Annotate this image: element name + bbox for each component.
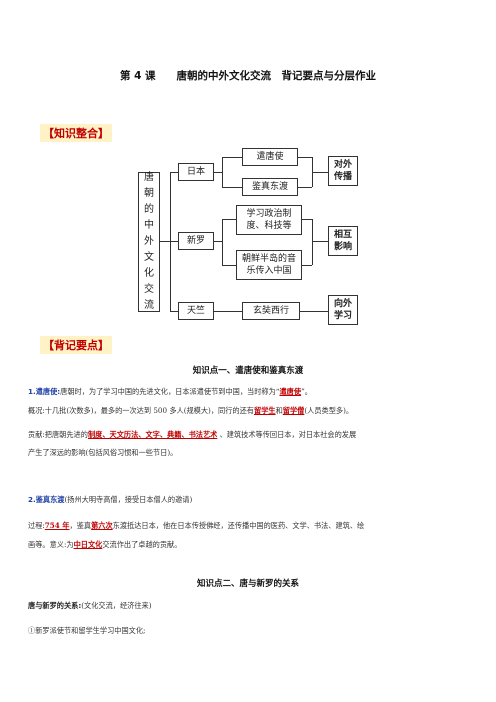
kp2-relation-paragraph: 唐与新罗的关系:(文化交流，经济往来): [28, 599, 468, 613]
result-mutual-influence: 相互影响: [328, 226, 358, 256]
kp1-process-sixth: 第六次: [91, 521, 113, 530]
country-japan-label: 日本: [186, 167, 205, 177]
kp1-jianzhen-paragraph: 2.鉴真东渡(扬州大明寺高僧，接受日本僧人的邀请): [28, 493, 468, 507]
kp1-overview-text: 概况:十几批(次数多)，最多的一次达到 500 多人(规模大)，同行的还有: [28, 406, 254, 415]
kp1-process-text-b: ，鉴真: [69, 521, 92, 530]
kp2-heading: 知识点二、唐与新罗的关系: [196, 579, 299, 589]
kp1-process-text-c: 东渡抵达日本，他在日本传授佛经，还传播中国的医药、文学、书法、建筑、绘: [112, 521, 365, 530]
result-spread-out: 对外传播: [328, 156, 358, 186]
diagram-root-label: 唐朝的中外文化交流: [144, 172, 154, 311]
kp1-envoys-term: 遣唐使: [279, 387, 302, 396]
kp1-overview-students: 留学生: [254, 406, 276, 415]
kp1-envoys-paragraph: 1.遣唐使:唐朝时，为了学习中国的先进文化，日本派遣使节到中国，当时称为“遣唐使…: [28, 385, 468, 399]
kp1-envoys-text: 唐朝时，为了学习中国的先进文化，日本派遣使节到中国，当时称为“: [60, 387, 280, 396]
kp1-process-culture: 中日文化: [73, 540, 103, 549]
item-jianzhen-label: 鉴真东渡: [251, 182, 288, 192]
country-silla: 新罗: [178, 232, 214, 250]
kp1-contrib-text: 贡献:把唐朝先进的: [28, 430, 88, 439]
kp2-relation-label: 唐与新罗的关系:: [28, 601, 82, 610]
result-learn-outward-label: 向外学习: [333, 299, 352, 321]
page-title: 第 4 课 唐朝的中外文化交流 背记要点与分层作业: [119, 70, 377, 82]
kp1-overview-monks: 留学僧: [282, 406, 305, 415]
kp1-process-year: 754 年: [44, 521, 70, 530]
result-learn-outward: 向外学习: [328, 295, 358, 325]
item-envoys-label: 遣唐使: [256, 152, 284, 162]
kp1-contrib-text-b: 、建筑技术等传回日本，对日本社会的发展: [217, 430, 357, 439]
section-heading-keypoints: 【背记要点】: [40, 336, 112, 354]
item-xuanzang-label: 玄奘西行: [252, 306, 289, 316]
country-india-label: 天竺: [186, 306, 205, 316]
country-japan: 日本: [178, 163, 214, 181]
item-learn-politics: 学习政治制度、科技等: [236, 205, 302, 235]
kp1-jianzhen-note: (扬州大明寺高僧，接受日本僧人的邀请): [64, 495, 193, 504]
kp1-heading: 知识点一、遣唐使和鉴真东渡: [192, 366, 304, 376]
kp1-contrib-text-c: 产生了深远的影响(包括风俗习惯和一些节日)。: [28, 448, 178, 457]
item-learn-politics-label: 学习政治制度、科技等: [246, 209, 292, 231]
kp2-item1: ①新罗派使节和留学生学习中国文化;: [28, 626, 146, 635]
kp1-contrib-terms: 制度、天文历法、文字、典籍、书法艺术: [87, 430, 218, 439]
country-silla-label: 新罗: [186, 236, 205, 246]
kp1-envoys-label: 1.遣唐使:: [28, 387, 61, 396]
item-xuanzang: 玄奘西行: [242, 302, 300, 320]
result-spread-out-label: 对外传播: [333, 160, 352, 182]
country-india: 天竺: [178, 302, 214, 320]
kp2-relation-note: (文化交流，经济往来): [81, 601, 152, 610]
item-korean-music: 朝鲜半岛的音乐传入中国: [236, 250, 302, 280]
kp1-jianzhen-label: 2.鉴真东渡: [28, 495, 65, 504]
section-heading-integration: 【知识整合】: [40, 124, 112, 142]
kp1-overview-paragraph: 概况:十几批(次数多)，最多的一次达到 500 多人(规模大)，同行的还有留学生…: [28, 404, 468, 418]
kp1-process-text-e: 交流作出了卓越的贡献。: [102, 540, 182, 549]
item-jianzhen: 鉴真东渡: [242, 178, 298, 196]
item-korean-music-label: 朝鲜半岛的音乐传入中国: [241, 254, 296, 276]
kp1-overview-text-end: (人员类型多)。: [304, 406, 354, 415]
result-mutual-influence-label: 相互影响: [333, 230, 352, 252]
kp1-contribution-paragraph: 贡献:把唐朝先进的制度、天文历法、文字、典籍、书法艺术 、建筑技术等传回日本，对…: [28, 428, 468, 464]
kp1-process-paragraph: 过程:754 年，鉴真第六次东渡抵达日本，他在日本传授佛经，还传播中国的医药、文…: [28, 519, 468, 557]
diagram-root-box: 唐朝的中外文化交流: [138, 172, 160, 312]
kp1-envoys-text-end: ”。: [301, 387, 312, 396]
item-envoys: 遣唐使: [242, 148, 298, 166]
kp1-process-text-d: 画等。意义:为: [28, 540, 74, 549]
kp1-overview-and: 和: [275, 406, 283, 415]
kp1-process-label: 过程:: [28, 521, 45, 530]
